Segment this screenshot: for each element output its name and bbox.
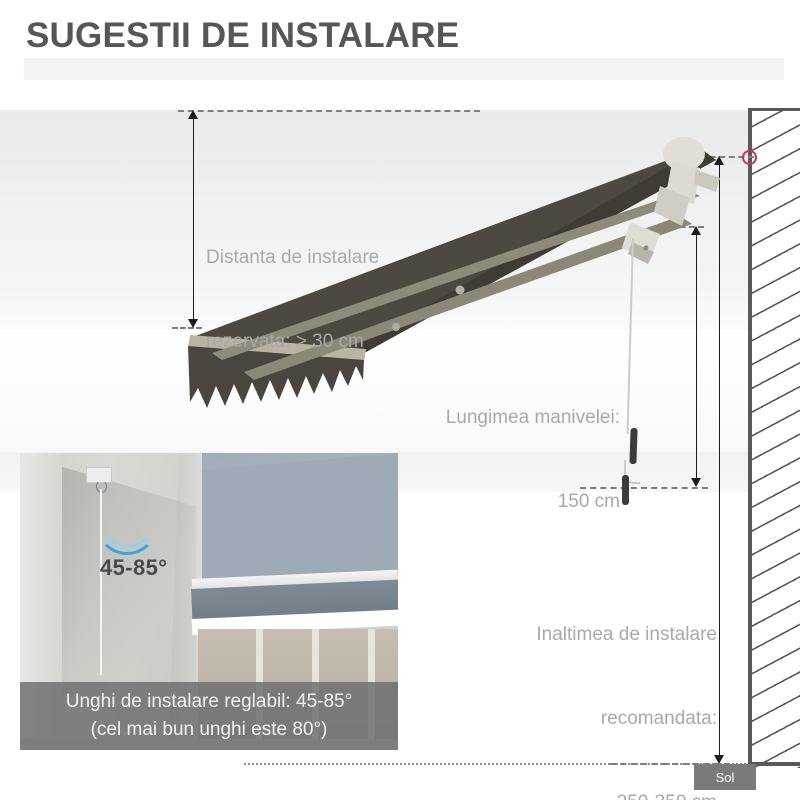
clearance-arrow-down-icon — [188, 319, 198, 328]
awning-arm-upper — [212, 190, 700, 360]
clearance-annotation-line2: rezervata: > 30 cm — [206, 331, 364, 352]
height-bottom-dashed-line — [610, 763, 730, 765]
height-annotation-line2: recomandata: — [600, 708, 717, 729]
awning-arm-joint-lower — [392, 323, 400, 331]
photo-caption-line2: (cel mai bun unghi este 80°) — [90, 719, 328, 740]
height-top-dashed-line — [700, 156, 754, 158]
awning-arm-lower — [244, 216, 692, 380]
awning-fabric-panel — [190, 148, 716, 352]
photo-plumb-cord — [100, 489, 102, 675]
wall-hatch-pattern — [748, 108, 800, 768]
crank-lower-grip — [622, 475, 629, 505]
installation-angle-photo: 45-85° Unghi de instalare reglabil: 45-8… — [20, 453, 398, 750]
height-arrow-down-icon — [714, 755, 724, 764]
awning-wall-bracket — [694, 170, 720, 192]
wall-top-line — [748, 108, 800, 111]
install-height-dimension-line — [719, 158, 720, 762]
crank-arrow-up-icon — [691, 226, 701, 235]
crank-bottom-dashed-line — [580, 487, 708, 489]
photo-wall-shadow — [56, 465, 196, 695]
clearance-bottom-dashed-line — [172, 327, 202, 329]
awning-elbow-joint — [654, 186, 690, 226]
photo-caption-line1: Unghi de instalare reglabil: 45-85° — [65, 691, 353, 712]
crank-annotation: Lungimea manivelei: 150 cm — [413, 348, 620, 572]
wall-mount-point-marker — [742, 150, 757, 165]
crank-annotation-line1: Lungimea manivelei: — [445, 407, 620, 428]
height-annotation-line3: 250-350 cm — [489, 789, 717, 800]
clearance-annotation: Distanta de instalare rezervata: > 30 cm — [206, 188, 379, 412]
header-background-band — [24, 58, 784, 80]
clearance-arrow-up-icon — [188, 110, 198, 119]
awning-arm-joint-mid — [455, 285, 465, 295]
crank-upper-grip — [629, 427, 638, 465]
page-title: SUGESTII DE INSTALARE — [26, 16, 460, 55]
photo-angle-arc-inner — [100, 517, 156, 547]
ground-solid-line — [748, 762, 800, 766]
ground-dashed-line — [244, 763, 750, 765]
awning-valance-zigzag — [188, 346, 364, 408]
crank-dimension-line — [696, 228, 697, 485]
clearance-top-dashed-line — [178, 110, 480, 112]
wall-hatched-section — [748, 108, 800, 768]
crank-arrow-down-icon — [691, 478, 701, 487]
crank-rod — [626, 237, 634, 434]
ground-label-badge: Sol — [694, 764, 756, 790]
crank-annotation-line2: 150 cm — [557, 491, 620, 512]
awning-svg — [188, 137, 720, 408]
clearance-annotation-line1: Distanta de instalare — [206, 247, 380, 268]
wall-edge-line — [748, 108, 752, 768]
clearance-dimension-line — [193, 112, 194, 326]
photo-angle-arc — [96, 519, 158, 555]
photo-caption: Unghi de instalare reglabil: 45-85° (cel… — [20, 682, 398, 750]
photo-sky-shade — [188, 453, 398, 585]
height-arrow-up-icon — [714, 156, 724, 165]
photo-angle-badge: 45-85° — [100, 555, 168, 580]
height-annotation-line1: Inaltimea de instalare — [536, 624, 717, 645]
awning-illustration — [160, 130, 720, 420]
install-height-annotation: Inaltimea de instalare recomandata: 250-… — [489, 565, 717, 800]
awning-gear-detail — [628, 242, 654, 264]
crank-bend — [624, 460, 640, 484]
awning-hardware-bolt — [643, 245, 649, 251]
crank-handle — [620, 237, 660, 505]
